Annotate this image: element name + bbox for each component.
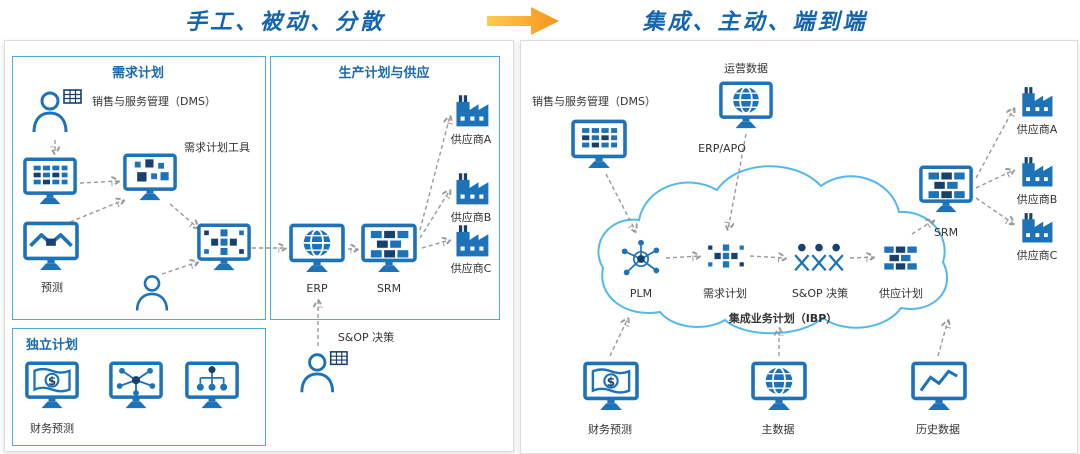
monitor-globe-icon <box>750 360 808 414</box>
history-data-label: 历史数据 <box>916 423 960 436</box>
supply-bricks-icon <box>878 238 922 276</box>
factory-icon <box>452 170 492 206</box>
dms-monitor-grid-icon <box>570 118 628 172</box>
dms-label: 销售与服务管理（DMS） <box>532 95 656 108</box>
factory-icon <box>1018 154 1056 188</box>
monitor-money-icon <box>24 360 80 412</box>
master-data-label: 主数据 <box>761 423 795 436</box>
erp-label: ERP <box>306 282 328 295</box>
independent-box-title: 独立计划 <box>26 338 79 353</box>
sop-decision-label: S&OP 决策 <box>791 287 849 300</box>
factory-icon <box>452 92 492 128</box>
finance-forecast-label: 财务预测 <box>30 422 74 435</box>
srm-label: SRM <box>376 282 402 295</box>
supplier-c-label: 供应商C <box>1016 249 1058 262</box>
ops-monitor-globe-icon <box>718 80 774 132</box>
monitor-handshake-icon <box>22 220 80 274</box>
factory-icon <box>1018 84 1056 118</box>
ops-data-label: 运营数据 <box>724 62 768 75</box>
left-title: 手工、被动、分散 <box>184 10 385 35</box>
demand-blocks-icon <box>704 236 748 276</box>
demand-box-title: 需求计划 <box>111 66 164 81</box>
plm-label: PLM <box>629 287 653 300</box>
sop-people-icon <box>790 238 848 278</box>
finance-forecast-label: 财务预测 <box>588 423 632 436</box>
erp-apo-label: ERP/APO <box>698 142 746 155</box>
production-box-title: 生产计划与供应 <box>338 66 430 81</box>
monitor-blocks-icon <box>196 222 252 274</box>
person-sheet-icon <box>296 348 350 398</box>
factory-icon <box>1018 210 1056 244</box>
forecast-label: 预测 <box>41 281 63 294</box>
monitor-linechart-icon <box>910 360 968 414</box>
srm-monitor-bricks-icon <box>360 222 418 276</box>
srm-monitor-bricks-icon <box>918 164 974 216</box>
supplier-c-label: 供应商C <box>450 262 492 275</box>
person-sheet-icon <box>28 86 84 138</box>
supplier-a-label: 供应商A <box>1016 123 1058 136</box>
srm-label: SRM <box>933 226 959 239</box>
monitor-dots-icon <box>122 152 178 204</box>
ibp-label: 集成业务计划（IBP） <box>728 312 838 325</box>
supplier-a-label: 供应商A <box>450 133 492 146</box>
monitor-orgchart-icon <box>184 360 240 412</box>
monitor-grid-icon <box>22 156 78 208</box>
plm-hub-icon <box>618 236 664 282</box>
supplier-b-label: 供应商B <box>450 211 492 224</box>
demand-planning-label: 需求计划 <box>703 287 747 300</box>
demand-tool-label: 需求计划工具 <box>184 141 250 154</box>
erp-monitor-globe-icon <box>288 222 346 276</box>
monitor-network-icon <box>108 360 164 412</box>
person-icon <box>130 272 174 314</box>
supplier-b-label: 供应商B <box>1016 193 1058 206</box>
transition-arrow-icon <box>487 7 559 35</box>
right-title: 集成、主动、端到端 <box>642 10 868 35</box>
factory-icon <box>452 222 492 258</box>
sop-decision-label: S&OP 决策 <box>337 331 395 344</box>
monitor-money-icon <box>582 360 640 414</box>
supply-planning-label: 供应计划 <box>879 287 923 300</box>
dms-label: 销售与服务管理（DMS） <box>92 95 216 108</box>
